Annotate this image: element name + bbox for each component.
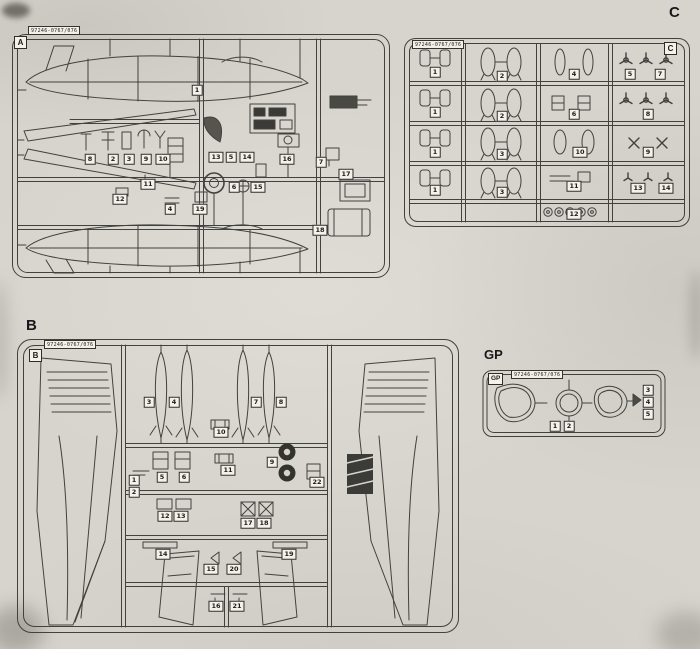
part-number-callout: 10 bbox=[213, 426, 229, 438]
part-number-callout: 1 bbox=[429, 66, 441, 78]
sprue-letter-badge: A bbox=[14, 36, 27, 49]
part-number-callout: 2 bbox=[128, 486, 140, 498]
part-number-callout: 3 bbox=[642, 384, 654, 396]
part-number-callout: 6 bbox=[178, 471, 190, 483]
part-number-callout: 12 bbox=[566, 208, 582, 220]
part-number-callout: 7 bbox=[250, 396, 262, 408]
part-number-callout: 4 bbox=[164, 203, 176, 215]
sprue-gp-big-letter: GP bbox=[484, 347, 503, 362]
part-number-callout: 13 bbox=[630, 182, 646, 194]
part-number-callout: 14 bbox=[155, 548, 171, 560]
sprue-letter-badge: B bbox=[29, 349, 42, 362]
part-number-callout: 6 bbox=[568, 108, 580, 120]
scan-smudge bbox=[0, 280, 8, 400]
part-number-callout: 5 bbox=[225, 151, 237, 163]
part-number-callout: 3 bbox=[143, 396, 155, 408]
part-number-callout: 1 bbox=[549, 420, 561, 432]
part-number-callout: 8 bbox=[642, 108, 654, 120]
sprue-letter-badge: GP bbox=[488, 373, 504, 385]
part-number-callout: 4 bbox=[642, 396, 654, 408]
sprue-c-big-letter: C bbox=[669, 4, 680, 21]
part-number-callout: 1 bbox=[429, 106, 441, 118]
part-number-callout: 17 bbox=[240, 517, 256, 529]
part-number-callout: 21 bbox=[229, 600, 245, 612]
part-number-callout: 5 bbox=[624, 68, 636, 80]
part-number-callout: 18 bbox=[256, 517, 272, 529]
sprue-c-line-art bbox=[404, 38, 690, 227]
part-number-callout: 13 bbox=[173, 510, 189, 522]
part-number-callout: 8 bbox=[275, 396, 287, 408]
part-number-callout: 1 bbox=[128, 474, 140, 486]
part-number-callout: 4 bbox=[568, 68, 580, 80]
part-number-callout: 12 bbox=[157, 510, 173, 522]
sprue-code-label: 97246-0767/076 bbox=[511, 370, 564, 379]
part-number-callout: 16 bbox=[208, 600, 224, 612]
sprue-code-label: 97246-0767/076 bbox=[28, 26, 81, 35]
part-number-callout: 19 bbox=[192, 203, 208, 215]
part-number-callout: 9 bbox=[266, 456, 278, 468]
part-number-callout: 5 bbox=[156, 471, 168, 483]
sprue-letter-badge: C bbox=[664, 42, 677, 55]
part-number-callout: 1 bbox=[429, 146, 441, 158]
part-number-callout: 9 bbox=[140, 153, 152, 165]
part-number-callout: 18 bbox=[312, 224, 328, 236]
part-number-callout: 10 bbox=[155, 153, 171, 165]
part-number-callout: 2 bbox=[496, 70, 508, 82]
part-number-callout: 2 bbox=[563, 420, 575, 432]
part-number-callout: 19 bbox=[281, 548, 297, 560]
sprue-code-label: 97246-0767/076 bbox=[44, 340, 97, 349]
part-number-callout: 12 bbox=[112, 193, 128, 205]
part-number-callout: 10 bbox=[572, 146, 588, 158]
part-number-callout: 11 bbox=[140, 178, 156, 190]
part-number-callout: 2 bbox=[107, 153, 119, 165]
part-number-callout: 8 bbox=[84, 153, 96, 165]
sprue-b-big-letter: B bbox=[26, 317, 37, 334]
part-number-callout: 3 bbox=[123, 153, 135, 165]
part-number-callout: 6 bbox=[228, 181, 240, 193]
part-number-callout: 22 bbox=[309, 476, 325, 488]
part-number-callout: 11 bbox=[220, 464, 236, 476]
scan-smudge bbox=[656, 612, 700, 649]
scan-smudge bbox=[0, 606, 44, 649]
part-number-callout: 2 bbox=[496, 110, 508, 122]
part-number-callout: 14 bbox=[658, 182, 674, 194]
part-number-callout: 11 bbox=[566, 180, 582, 192]
part-number-callout: 17 bbox=[338, 168, 354, 180]
part-number-callout: 15 bbox=[203, 563, 219, 575]
part-number-callout: 3 bbox=[496, 186, 508, 198]
part-number-callout: 7 bbox=[315, 156, 327, 168]
part-number-callout: 20 bbox=[226, 563, 242, 575]
part-number-callout: 7 bbox=[654, 68, 666, 80]
part-number-callout: 1 bbox=[429, 184, 441, 196]
part-number-callout: 9 bbox=[642, 146, 654, 158]
part-number-callout: 5 bbox=[642, 408, 654, 420]
sprue-code-label: 97246-0767/076 bbox=[412, 40, 465, 49]
scan-smudge bbox=[690, 270, 700, 360]
scan-smudge bbox=[2, 3, 30, 18]
part-number-callout: 3 bbox=[496, 148, 508, 160]
sprue-gp-line-art bbox=[482, 370, 666, 437]
sprue-b-line-art bbox=[17, 339, 459, 633]
sprue-a-line-art bbox=[12, 34, 390, 278]
part-number-callout: 1 bbox=[191, 84, 203, 96]
part-number-callout: 13 bbox=[208, 151, 224, 163]
part-number-callout: 4 bbox=[168, 396, 180, 408]
part-number-callout: 16 bbox=[279, 153, 295, 165]
part-number-callout: 14 bbox=[239, 151, 255, 163]
part-number-callout: 15 bbox=[250, 181, 266, 193]
